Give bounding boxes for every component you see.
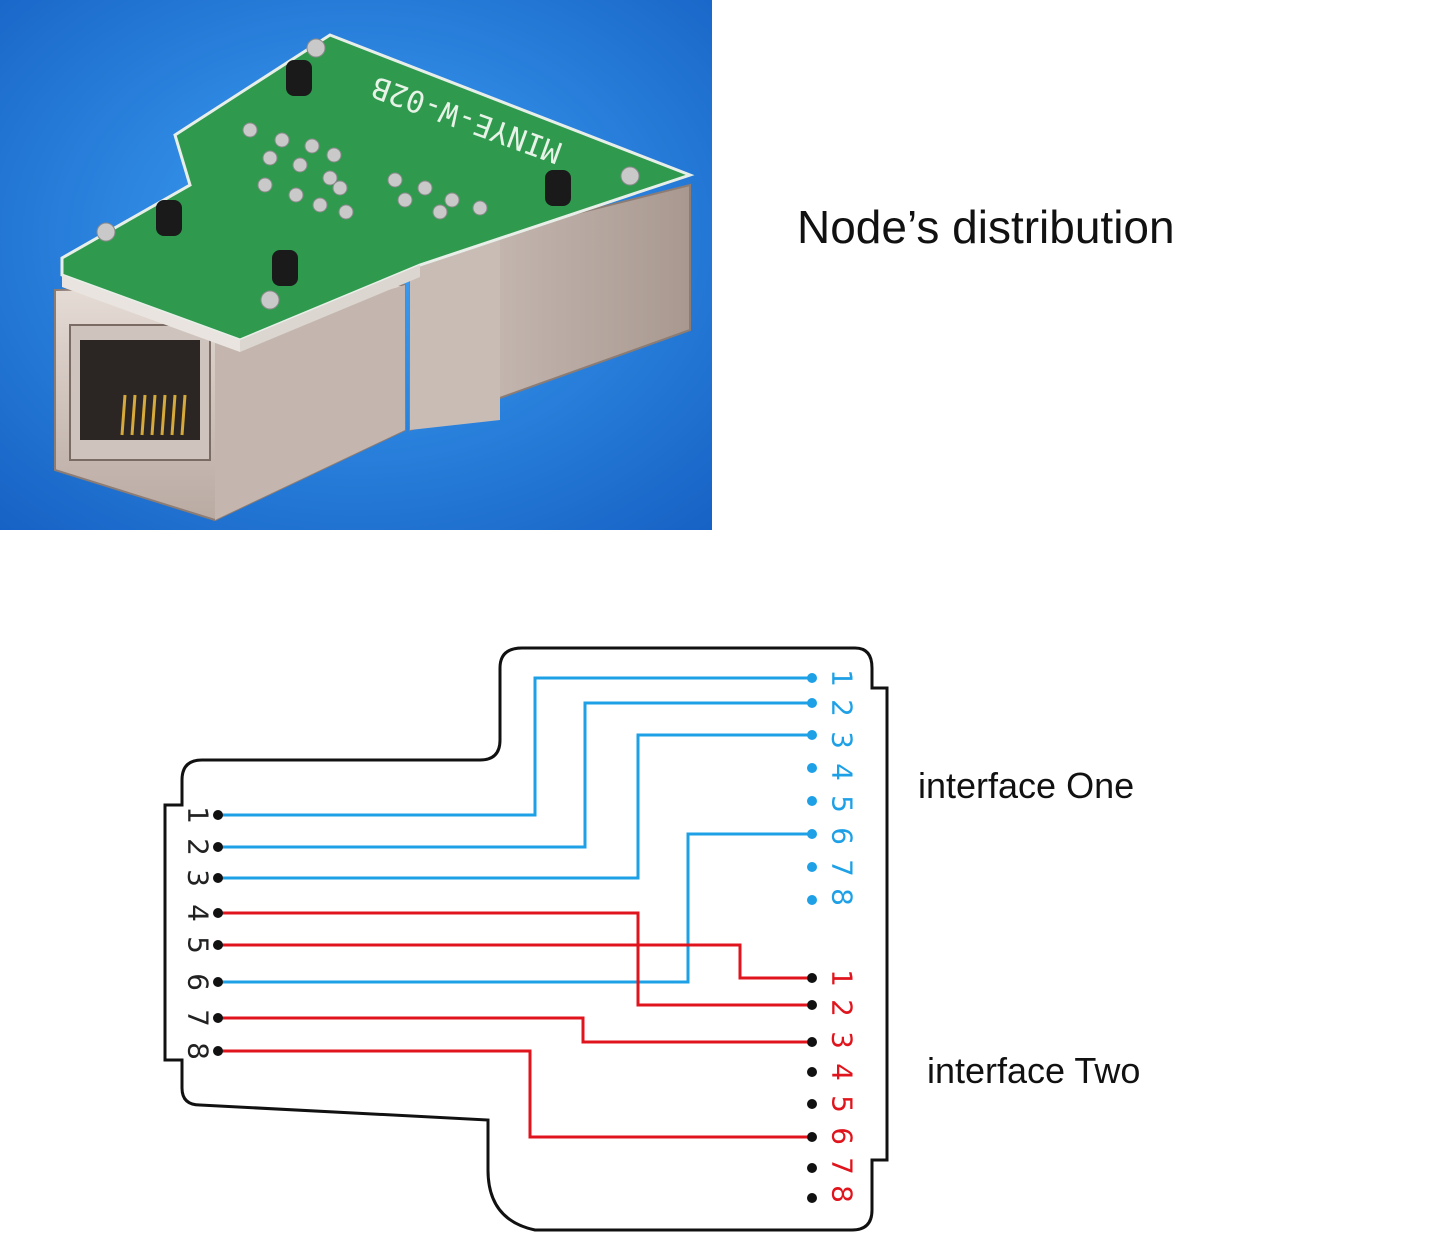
two-pin-dot-8 <box>807 1193 817 1203</box>
wire-pin3-one3 <box>218 733 812 880</box>
two-pin-dot-5 <box>807 1099 817 1109</box>
two-pin-dot-3 <box>807 1037 817 1047</box>
one-pin-dot-3 <box>807 730 817 740</box>
one-pin-dot-2 <box>807 698 817 708</box>
one-pin-dot-5 <box>807 796 817 806</box>
one-pin-label-1: 1 <box>826 669 859 687</box>
two-pin-label-5: 5 <box>826 1095 859 1113</box>
one-pin-dot-4 <box>807 763 817 773</box>
wire-pin4-two2 <box>218 911 812 1007</box>
wire-pin1-one1 <box>218 676 812 817</box>
two-pin-dot-6 <box>807 1132 817 1142</box>
two-pin-label-2: 2 <box>826 999 859 1017</box>
wiring-diagram: 1 2 3 4 5 6 7 8 1 2 3 4 5 6 7 8 1 2 3 4 … <box>163 646 889 1232</box>
board-outline <box>163 646 889 1232</box>
left-pin-dot-7 <box>213 1013 223 1023</box>
one-pin-dot-6 <box>807 829 817 839</box>
left-pin-dot-1 <box>213 810 223 820</box>
left-pin-label-7: 7 <box>182 1009 215 1027</box>
left-pin-dot-4 <box>213 908 223 918</box>
one-pin-dot-7 <box>807 862 817 872</box>
wire-pin8-two6 <box>218 1049 812 1139</box>
two-pin-dot-1 <box>807 973 817 983</box>
left-pin-dot-6 <box>213 977 223 987</box>
two-pin-dot-2 <box>807 1000 817 1010</box>
one-pin-label-6: 6 <box>826 827 859 845</box>
wire-pin7-two3 <box>218 1016 812 1044</box>
left-pin-label-4: 4 <box>182 904 215 922</box>
one-pin-dot-8 <box>807 895 817 905</box>
one-pin-label-2: 2 <box>826 699 859 717</box>
one-pin-label-8: 8 <box>826 888 859 906</box>
one-pin-label-4: 4 <box>826 763 859 781</box>
left-pin-label-3: 3 <box>182 869 215 887</box>
wire-pin2-one2 <box>218 701 812 849</box>
one-pin-label-5: 5 <box>826 795 859 813</box>
two-pin-label-4: 4 <box>826 1063 859 1081</box>
interface-two-label: interface Two <box>927 1050 1141 1091</box>
wire-pin5-two1 <box>218 943 812 980</box>
interface-one-label: interface One <box>918 765 1135 806</box>
two-pin-dot-4 <box>807 1067 817 1077</box>
left-pin-label-2: 2 <box>182 838 215 856</box>
one-pin-label-3: 3 <box>826 731 859 749</box>
left-pin-dot-3 <box>213 873 223 883</box>
left-pin-label-1: 1 <box>182 806 215 824</box>
left-pin-dot-2 <box>213 842 223 852</box>
page-title: Node’s distribution <box>797 201 1175 253</box>
one-pin-dot-1 <box>807 673 817 683</box>
left-pin-label-6: 6 <box>182 973 215 991</box>
two-pin-label-3: 3 <box>826 1031 859 1049</box>
left-pin-dot-8 <box>213 1046 223 1056</box>
one-pin-label-7: 7 <box>826 859 859 877</box>
two-pin-dot-7 <box>807 1163 817 1173</box>
left-pin-dot-5 <box>213 940 223 950</box>
two-pin-label-8: 8 <box>826 1185 859 1203</box>
product-photo: MINYE-W-02B <box>0 0 712 530</box>
two-pin-label-1: 1 <box>826 969 859 987</box>
left-pin-label-5: 5 <box>182 936 215 954</box>
wire-pin6-one6 <box>218 832 812 984</box>
two-pin-label-6: 6 <box>826 1127 859 1145</box>
two-pin-label-7: 7 <box>826 1157 859 1175</box>
left-pin-label-8: 8 <box>182 1042 215 1060</box>
